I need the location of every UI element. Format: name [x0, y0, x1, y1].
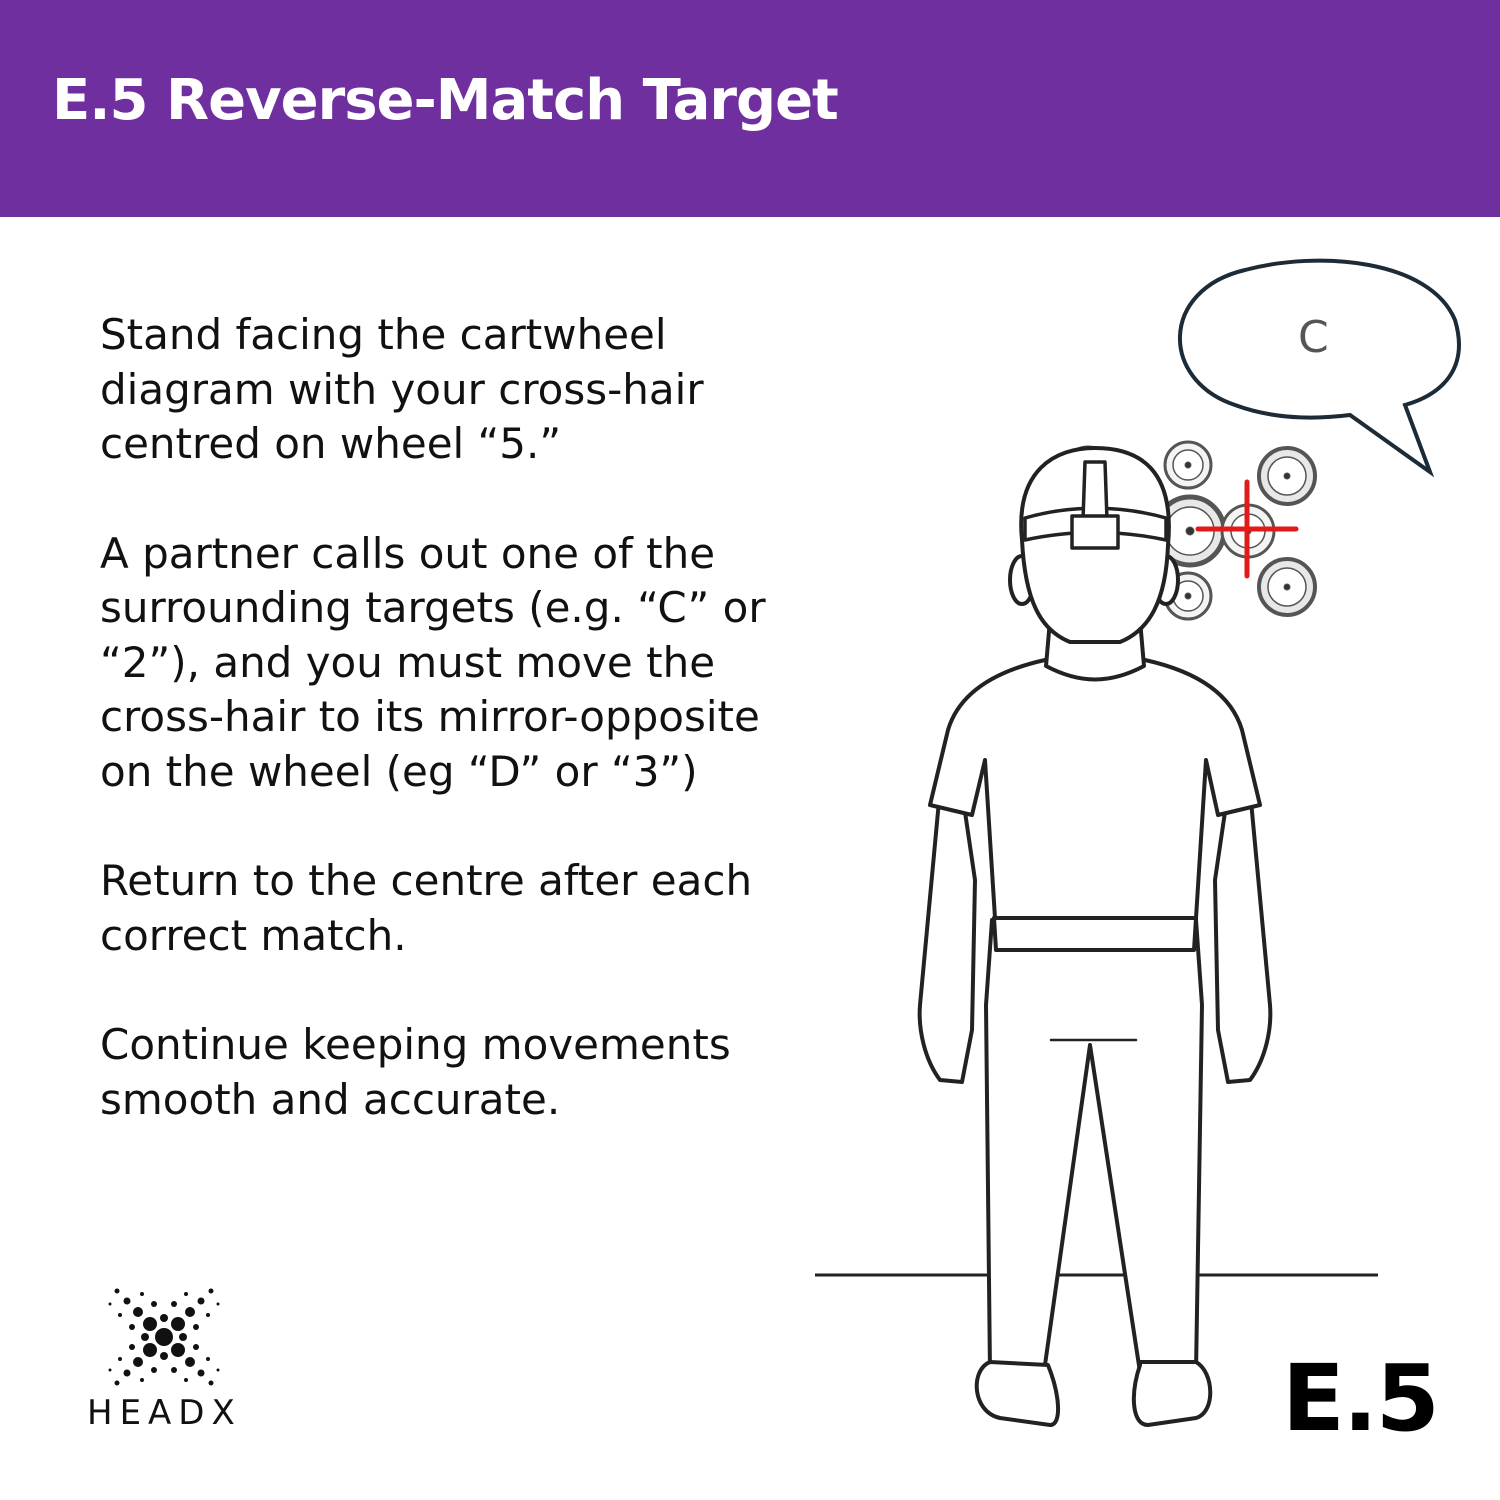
person-figure [917, 446, 1273, 1427]
speech-bubble [1177, 258, 1461, 478]
exercise-code: E.5 [1282, 1345, 1440, 1452]
wheel-icon [1163, 440, 1213, 490]
page-title: E.5 Reverse-Match Target [52, 68, 839, 133]
speech-bubble-text: C [1298, 312, 1329, 363]
wheel-icon [1257, 446, 1317, 506]
instruction-step-4: Continue keeping movements smooth and ac… [100, 1020, 731, 1124]
header-banner: E.5 Reverse-Match Target [0, 0, 1500, 217]
wheel-icon [1257, 557, 1317, 617]
instruction-step-2: A partner calls out one of the surroundi… [100, 528, 766, 796]
brand-name: HEADX [87, 1393, 242, 1433]
instructions: Stand facing the cartwheel diagram with … [100, 308, 790, 1182]
instruction-step-3: Return to the centre after each correct … [100, 856, 753, 960]
instruction-step-1: Stand facing the cartwheel diagram with … [100, 310, 704, 468]
crosshair-icon [1195, 479, 1299, 579]
headx-logo-icon [108, 1288, 220, 1386]
target-wheels [1061, 440, 1317, 621]
person-illustration [815, 258, 1461, 1427]
